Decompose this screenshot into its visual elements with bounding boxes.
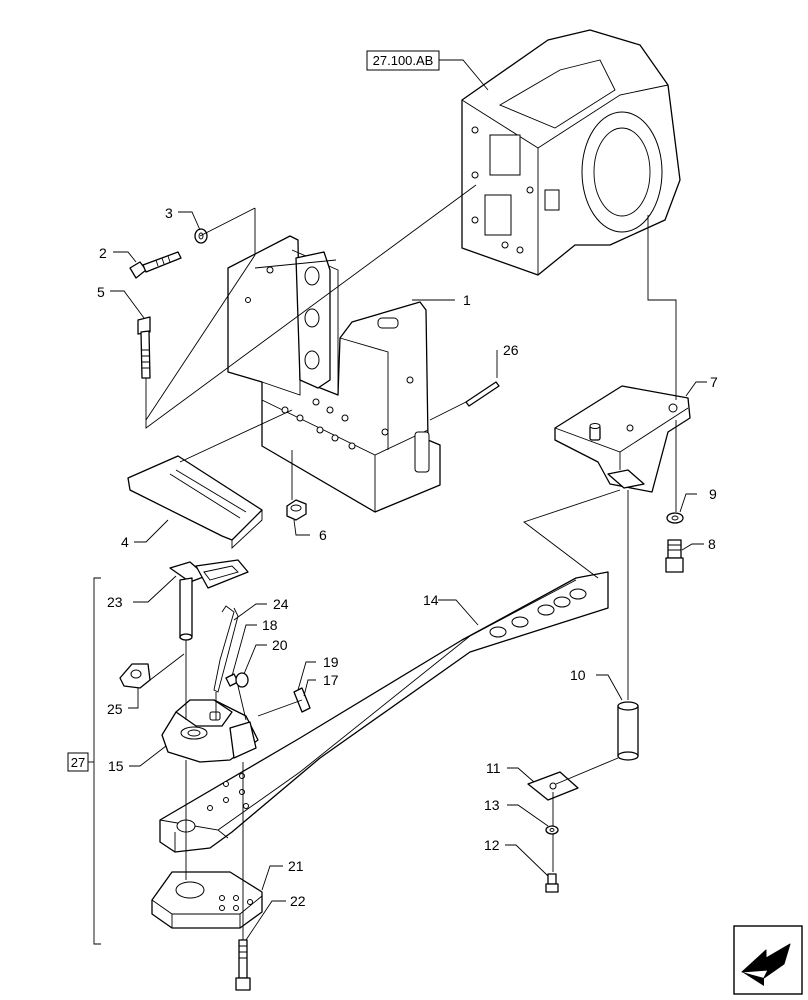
long-bolt-5 (137, 316, 151, 379)
spring-clip-24 (213, 605, 239, 693)
callout-12: 12 (484, 837, 500, 853)
slide-plate (127, 455, 263, 550)
drawbar-support-bracket (227, 235, 441, 513)
callout-6: 6 (319, 527, 327, 543)
washer-13 (545, 825, 559, 835)
callout-13: 13 (484, 797, 500, 813)
callout-18: 18 (262, 617, 278, 633)
callout-1: 1 (463, 292, 471, 308)
callout-2: 2 (99, 245, 107, 261)
callout-14: 14 (423, 592, 439, 608)
callout-26: 26 (503, 342, 519, 358)
callout-24: 24 (273, 596, 289, 612)
callout-4: 4 (121, 534, 129, 550)
hitch-pin-23 (169, 559, 249, 641)
transmission-housing (461, 29, 681, 276)
bolt-22 (235, 939, 251, 991)
bolt-8 (665, 539, 684, 573)
bolt-12 (545, 873, 559, 893)
housing-reference-label[interactable]: 27.100.AB (366, 50, 489, 91)
washer-9 (666, 512, 684, 524)
callout-21: 21 (288, 858, 304, 874)
callout-23: 23 (107, 594, 123, 610)
callout-17: 17 (323, 672, 339, 688)
callout-22: 22 (290, 893, 306, 909)
plate-11 (527, 771, 579, 801)
cap-20 (235, 672, 249, 688)
callout-5: 5 (97, 284, 105, 300)
hitch-bracket-7 (554, 385, 691, 493)
nut-6 (286, 499, 307, 521)
drawbar-14 (159, 571, 609, 853)
group-bracket (88, 577, 101, 945)
pin-26 (465, 381, 500, 407)
group-reference-label[interactable]: 27 (67, 752, 89, 772)
washer-3 (194, 228, 208, 244)
lower-plate-21 (151, 871, 263, 929)
assembly-lines (145, 184, 677, 940)
callout-15: 15 (108, 758, 124, 774)
group-ref-text: 27 (71, 755, 85, 770)
callout-25: 25 (107, 701, 123, 717)
lock-clip-25 (119, 663, 151, 689)
bolt-2 (129, 251, 182, 279)
callout-10: 10 (570, 667, 586, 683)
callout-9: 9 (709, 486, 717, 502)
callout-8: 8 (708, 536, 716, 552)
callout-11: 11 (486, 760, 501, 776)
callout-20: 20 (272, 637, 288, 653)
callout-19: 19 (323, 654, 339, 670)
callout-3: 3 (165, 205, 173, 221)
pin-10 (617, 701, 639, 761)
callout-leaders (110, 211, 707, 941)
callout-7: 7 (710, 374, 718, 390)
next-page-arrow-icon[interactable] (733, 925, 803, 995)
housing-ref-text: 27.100.AB (373, 53, 434, 68)
callout-labels: 1 2 3 4 5 6 7 8 9 10 11 12 13 14 15 17 1… (97, 205, 718, 909)
